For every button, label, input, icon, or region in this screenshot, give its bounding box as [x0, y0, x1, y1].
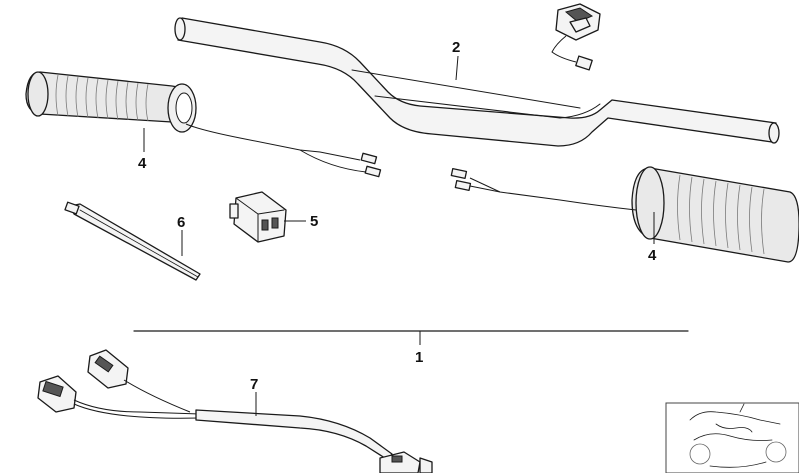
handlebar [174, 17, 780, 147]
kit-separator [133, 330, 689, 345]
leader-lines [143, 55, 655, 416]
callout-6: 6 [177, 214, 185, 231]
heated-grip-switch [551, 3, 601, 71]
cable-tie [64, 201, 201, 281]
heated-grip-left [25, 71, 382, 178]
callout-2: 2 [452, 39, 460, 56]
callout-4-left: 4 [138, 155, 147, 172]
callout-4-right: 4 [648, 247, 657, 264]
callout-1: 1 [415, 349, 423, 366]
connector-housing [229, 191, 287, 243]
callout-5: 5 [310, 213, 318, 230]
motorcycle-thumbnail [665, 402, 799, 473]
wiring-harness [37, 349, 433, 473]
callout-7: 7 [250, 376, 258, 393]
heated-grip-right [450, 166, 799, 263]
